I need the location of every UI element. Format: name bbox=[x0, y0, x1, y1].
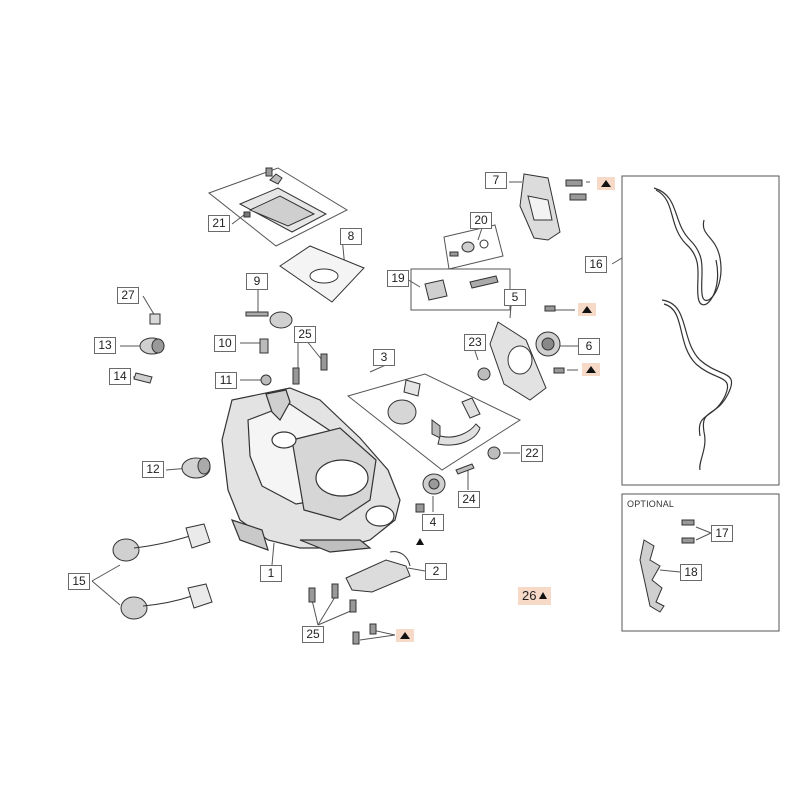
warning-icon bbox=[396, 629, 414, 642]
part-7-guard bbox=[519, 173, 561, 241]
callout-25-top: 25 bbox=[294, 326, 316, 343]
callout-7: 7 bbox=[485, 172, 507, 189]
callout-27: 27 bbox=[117, 287, 139, 304]
callout-16: 16 bbox=[585, 256, 607, 273]
warning-icon bbox=[597, 177, 615, 190]
callout-24: 24 bbox=[458, 491, 480, 508]
part-20 bbox=[449, 239, 489, 257]
callout-2: 2 bbox=[425, 563, 447, 580]
part-4 bbox=[415, 473, 446, 513]
part-23 bbox=[477, 367, 491, 381]
part-18-catcher bbox=[639, 539, 665, 613]
part-21-cover bbox=[238, 167, 328, 233]
leader-lines bbox=[91, 181, 712, 641]
group-20-outline bbox=[443, 224, 504, 270]
optional-label: OPTIONAL bbox=[627, 499, 675, 509]
callout-26-text: 26 bbox=[522, 588, 537, 603]
part-9-cap bbox=[245, 311, 293, 329]
callout-12: 12 bbox=[142, 461, 164, 478]
callout-4: 4 bbox=[422, 514, 444, 531]
part-8-gasket bbox=[279, 245, 365, 303]
callout-23: 23 bbox=[464, 334, 486, 351]
callout-3: 3 bbox=[373, 349, 395, 366]
callout-1: 1 bbox=[260, 565, 282, 582]
part-6-gear bbox=[535, 331, 561, 357]
part-5-plate bbox=[489, 321, 547, 401]
callout-20: 20 bbox=[470, 212, 492, 229]
callout-11: 11 bbox=[215, 372, 237, 389]
screws-small bbox=[544, 305, 565, 374]
part-2-plate bbox=[345, 551, 411, 593]
part-19 bbox=[424, 275, 499, 301]
warning-icon bbox=[416, 538, 424, 545]
callout-21: 21 bbox=[208, 215, 230, 232]
part-12 bbox=[181, 457, 211, 479]
callout-5: 5 bbox=[504, 289, 526, 306]
part-3-oil-pump bbox=[387, 379, 481, 446]
panel-16-box bbox=[621, 175, 780, 486]
callout-17: 17 bbox=[711, 525, 733, 542]
part-16-cables bbox=[653, 187, 733, 471]
callout-19: 19 bbox=[387, 270, 409, 287]
callout-26: 26 bbox=[518, 587, 552, 605]
part-22 bbox=[487, 446, 501, 460]
warning-icon bbox=[582, 363, 600, 376]
callout-10: 10 bbox=[214, 335, 236, 352]
screws-25-top bbox=[292, 353, 328, 385]
callout-22: 22 bbox=[521, 445, 543, 462]
part-17-screws bbox=[681, 519, 695, 544]
callout-9: 9 bbox=[246, 273, 268, 290]
callout-14: 14 bbox=[109, 368, 131, 385]
screws-7 bbox=[565, 179, 587, 201]
part-27 bbox=[149, 313, 161, 325]
part-10 bbox=[259, 338, 269, 354]
screws-25-bottom bbox=[308, 583, 377, 645]
callout-6: 6 bbox=[578, 338, 600, 355]
group-21-outline bbox=[207, 167, 349, 247]
callout-8: 8 bbox=[340, 228, 362, 245]
warning-icon bbox=[539, 592, 548, 599]
callout-18: 18 bbox=[680, 564, 702, 581]
group-19-box bbox=[410, 268, 511, 311]
part-15-caps bbox=[112, 523, 213, 620]
part-13 bbox=[139, 337, 165, 355]
callout-15: 15 bbox=[68, 573, 90, 590]
panel-optional-box bbox=[621, 493, 780, 632]
warning-icon bbox=[578, 303, 596, 316]
callout-13: 13 bbox=[94, 337, 116, 354]
group-3-outline bbox=[346, 373, 522, 471]
part-1-crankcase bbox=[221, 387, 401, 553]
part-24-pin bbox=[455, 463, 475, 475]
part-14 bbox=[133, 372, 153, 384]
callout-25-bottom: 25 bbox=[302, 626, 324, 643]
part-11 bbox=[260, 374, 272, 386]
